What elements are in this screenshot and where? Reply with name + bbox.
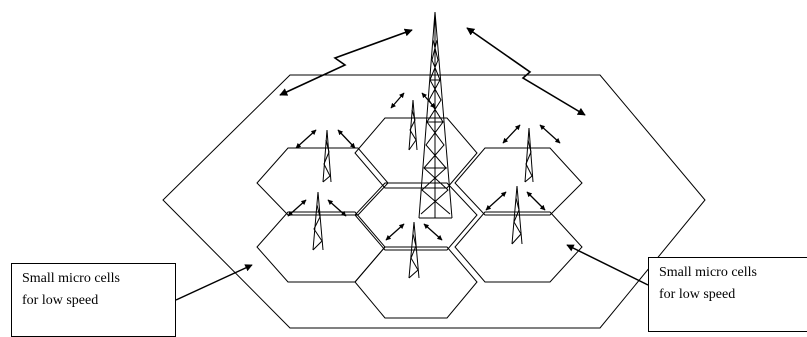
micro-cell-upper-left <box>256 147 389 216</box>
micro-tower-icon <box>502 124 561 183</box>
micro-tower-icon <box>295 129 356 183</box>
micro-cell-lower-right <box>454 211 583 283</box>
macro-tower-icon <box>418 11 453 219</box>
zigzag-link-icon <box>279 27 586 116</box>
callout-left-line1: Small micro cells <box>22 271 120 286</box>
micro-cell-top-center <box>354 117 478 189</box>
micro-cell-bottom-center <box>354 246 478 319</box>
micro-tower-icon <box>385 221 443 279</box>
callout-right-arrow <box>566 244 649 286</box>
micro-tower-icon <box>390 92 436 151</box>
callout-right: Small micro cells for low speed <box>648 257 807 332</box>
micro-tower-icon <box>287 191 347 251</box>
callout-left-line2: for low speed <box>22 293 99 308</box>
callout-left-arrow <box>175 264 253 301</box>
callout-left: Small micro cells for low speed <box>11 263 176 337</box>
micro-tower-icon <box>485 185 546 245</box>
micro-cell-upper-right <box>454 147 583 216</box>
micro-cell-hexagons <box>256 117 583 319</box>
micro-cell-center <box>354 182 478 251</box>
micro-towers <box>287 92 561 279</box>
callout-right-line2: for low speed <box>659 287 736 302</box>
macro-cell-hexagon <box>162 74 706 329</box>
callout-right-line1: Small micro cells <box>659 265 757 280</box>
